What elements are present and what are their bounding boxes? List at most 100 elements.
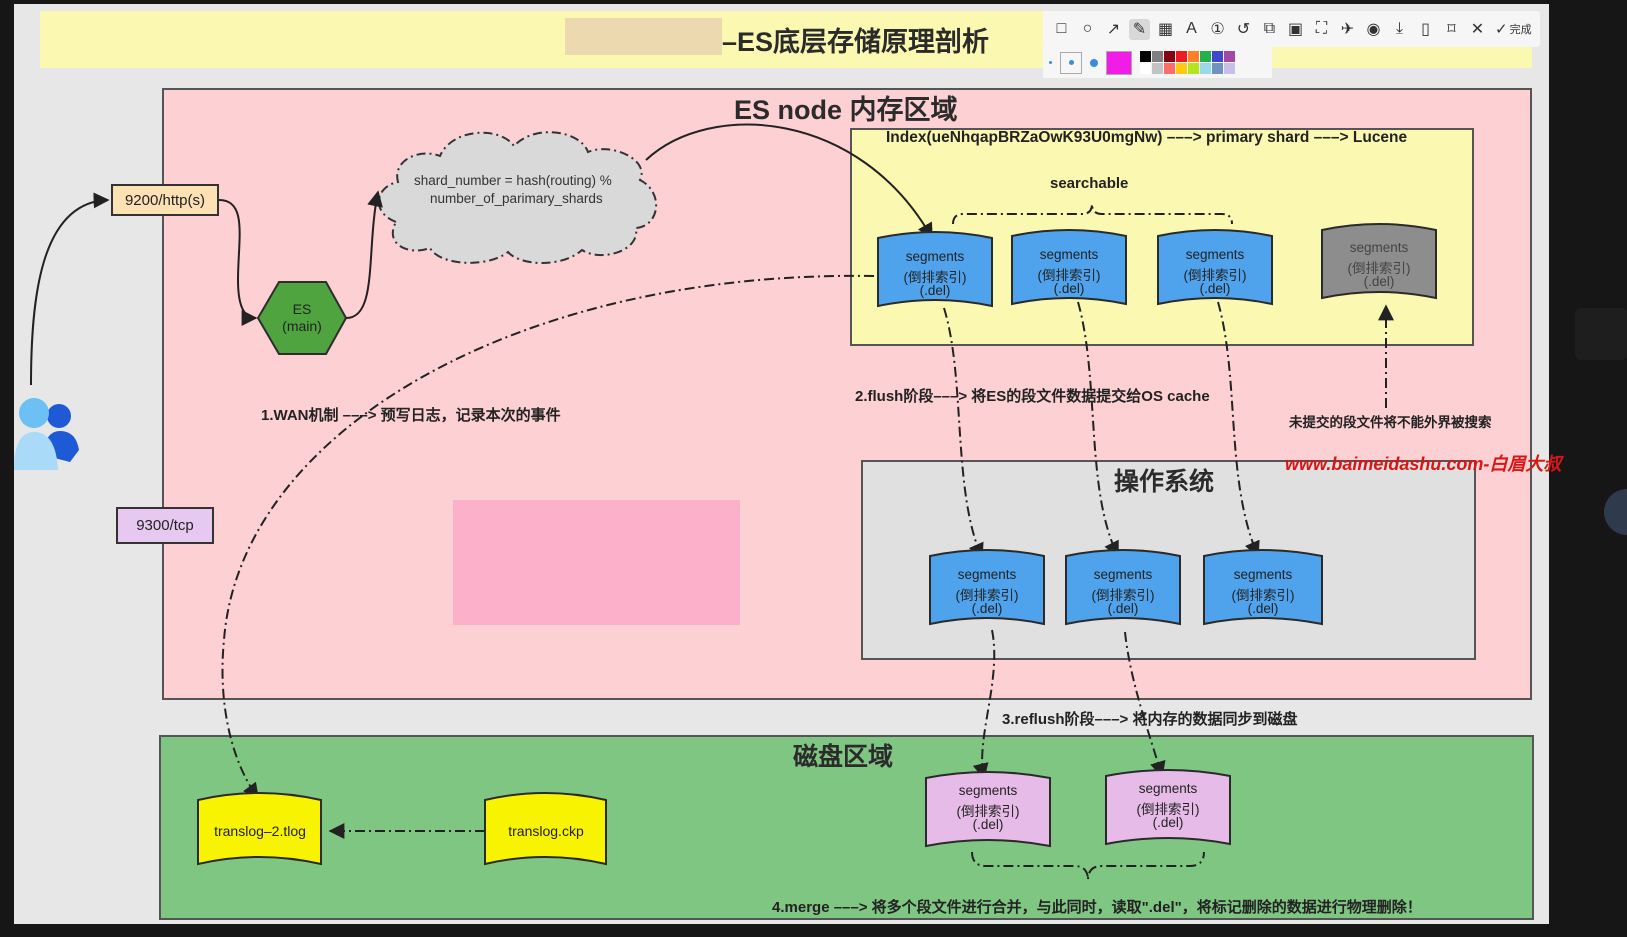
color-swatch[interactable] [1152, 63, 1163, 74]
side-mic-widget[interactable] [1575, 308, 1627, 360]
pink-highlight-box [453, 500, 740, 625]
seg-label: segments [1093, 567, 1153, 582]
seg-label: segments [905, 249, 965, 264]
pin-top-icon[interactable]: ✈ [1340, 21, 1355, 38]
seg-label: (倒排索引) [1347, 261, 1411, 276]
seg-label: (.del) [1152, 815, 1184, 830]
scroll-capture-icon[interactable]: ⛶ [1315, 20, 1328, 37]
port-9200-box: 9200/http(s) [111, 184, 219, 216]
size-small[interactable] [1049, 61, 1052, 64]
pin-icon[interactable]: ⧉ [1263, 20, 1276, 37]
color-swatch[interactable] [1212, 51, 1223, 62]
number-icon[interactable]: ① [1210, 21, 1225, 38]
seg-label: (倒排索引) [903, 270, 967, 285]
color-swatch[interactable] [1212, 63, 1223, 74]
seg-label: (倒排索引) [956, 804, 1020, 819]
color-swatch[interactable] [1164, 51, 1175, 62]
color-swatch[interactable] [1200, 51, 1211, 62]
step4-label: 4.merge –––> 将多个段文件进行合并，与此同时，读取".del"，将标… [772, 899, 1422, 916]
segment-blue-2 [1011, 229, 1127, 306]
color-swatch[interactable] [1188, 51, 1199, 62]
translog-tlog [197, 792, 322, 866]
swatch-grid [1140, 51, 1235, 74]
download-icon[interactable]: ⤓ [1395, 20, 1404, 37]
seg-label: segments [957, 567, 1017, 582]
arrow-icon[interactable]: ↗ [1106, 21, 1121, 38]
size-large[interactable] [1090, 58, 1098, 67]
seg-label: (倒排索引) [1231, 588, 1295, 603]
color-swatch[interactable] [1140, 63, 1151, 74]
color-swatch[interactable] [1140, 51, 1151, 62]
save-icon[interactable]: ▯ [1421, 21, 1430, 38]
bookmark-icon[interactable]: ⌑ [1447, 21, 1456, 38]
shard-routing-cloud [377, 131, 657, 264]
index-region-label: Index(ueNhqapBRZaOwK93U0mgNw) –––> prima… [886, 129, 1408, 146]
pen-icon[interactable]: ✎ [1129, 18, 1150, 40]
segment-os-3 [1203, 549, 1323, 626]
rectangle-icon[interactable]: □ [1056, 20, 1067, 37]
seg-label: segments [1185, 247, 1245, 262]
segment-blue-1 [877, 231, 993, 308]
color-swatch[interactable] [1188, 63, 1199, 74]
users-icon [14, 398, 79, 470]
color-swatch[interactable] [1176, 63, 1187, 74]
watermark: www.baimeidashu.com-白眉大叔 [1285, 454, 1562, 474]
color-swatch[interactable] [1176, 51, 1187, 62]
seg-label: (.del) [1199, 281, 1231, 296]
annotation-toolbar: □ ○ ↗ ✎ ▦ A ① ↺ ⧉ ▣ ⛶ ✈ ◉ ⤓ ▯ ⌑ ✕ ✓ 完成 [1043, 11, 1540, 47]
disk-region [159, 735, 1534, 920]
translog-tlog-label: translog–2.tlog [214, 823, 306, 839]
seg-label: (.del) [1363, 274, 1395, 289]
seg-label: (倒排索引) [1136, 802, 1200, 817]
color-swatch[interactable] [1152, 51, 1163, 62]
circle-icon[interactable]: ○ [1082, 20, 1093, 37]
color-swatch[interactable] [1224, 63, 1235, 74]
es-node-region-label: ES node 内存区域 [734, 95, 958, 125]
page-title: –ES底层存储原理剖析 [722, 27, 990, 57]
seg-label: (.del) [1107, 601, 1139, 616]
color-swatch[interactable] [1164, 63, 1175, 74]
text-icon[interactable]: A [1186, 20, 1197, 37]
disk-region-label: 磁盘区域 [793, 743, 894, 771]
seg-label: segments [1233, 567, 1293, 582]
segment-disk-1 [925, 771, 1051, 848]
step3-label: 3.reflush阶段–––> 将内存的数据同步到磁盘 [1002, 711, 1298, 728]
segment-disk-2 [1105, 769, 1231, 846]
searchable-label: searchable [1050, 175, 1129, 192]
es-main-label-1: ES [292, 301, 312, 317]
check-icon: ✓ [1495, 21, 1508, 38]
segment-os-2 [1065, 549, 1181, 626]
current-color-swatch[interactable] [1106, 50, 1132, 75]
seg-label: segments [1138, 781, 1198, 796]
step2-label: 2.flush阶段–––> 将ES的段文件数据提交给OS cache [855, 388, 1210, 405]
color-swatch[interactable] [1200, 63, 1211, 74]
close-icon[interactable]: ✕ [1470, 21, 1485, 38]
uncommitted-note: 未提交的段文件将不能外界被搜索 [1289, 415, 1492, 430]
seg-label: (.del) [971, 601, 1003, 616]
record-icon[interactable]: ◉ [1366, 21, 1381, 38]
seg-label: (倒排索引) [1091, 588, 1155, 603]
color-swatch[interactable] [1224, 51, 1235, 62]
segment-os-1 [929, 549, 1045, 626]
side-timer-widget[interactable] [1604, 489, 1627, 535]
seg-label: (倒排索引) [1037, 268, 1101, 283]
segment-gray [1321, 223, 1437, 300]
seg-label: (.del) [919, 283, 951, 298]
ocr-icon[interactable]: ▣ [1287, 21, 1304, 38]
undo-icon[interactable]: ↺ [1236, 21, 1251, 38]
size-medium[interactable] [1060, 51, 1082, 74]
translog-ckp [484, 792, 607, 866]
seg-label: segments [1349, 240, 1409, 255]
mosaic-icon[interactable]: ▦ [1157, 21, 1174, 38]
color-palette [1043, 47, 1272, 78]
done-label: 完成 [1509, 24, 1532, 36]
port-9300-box: 9300/tcp [116, 507, 214, 544]
title-redaction [565, 18, 722, 55]
seg-label: segments [958, 783, 1018, 798]
seg-label: (倒排索引) [955, 588, 1019, 603]
cloud-text-2: number_of_parimary_shards [430, 191, 603, 206]
os-region-label: 操作系统 [1114, 468, 1215, 496]
step1-label: 1.WAN机制 –––> 预写日志，记录本次的事件 [261, 407, 561, 424]
done-button[interactable]: ✓ 完成 [1495, 20, 1532, 38]
